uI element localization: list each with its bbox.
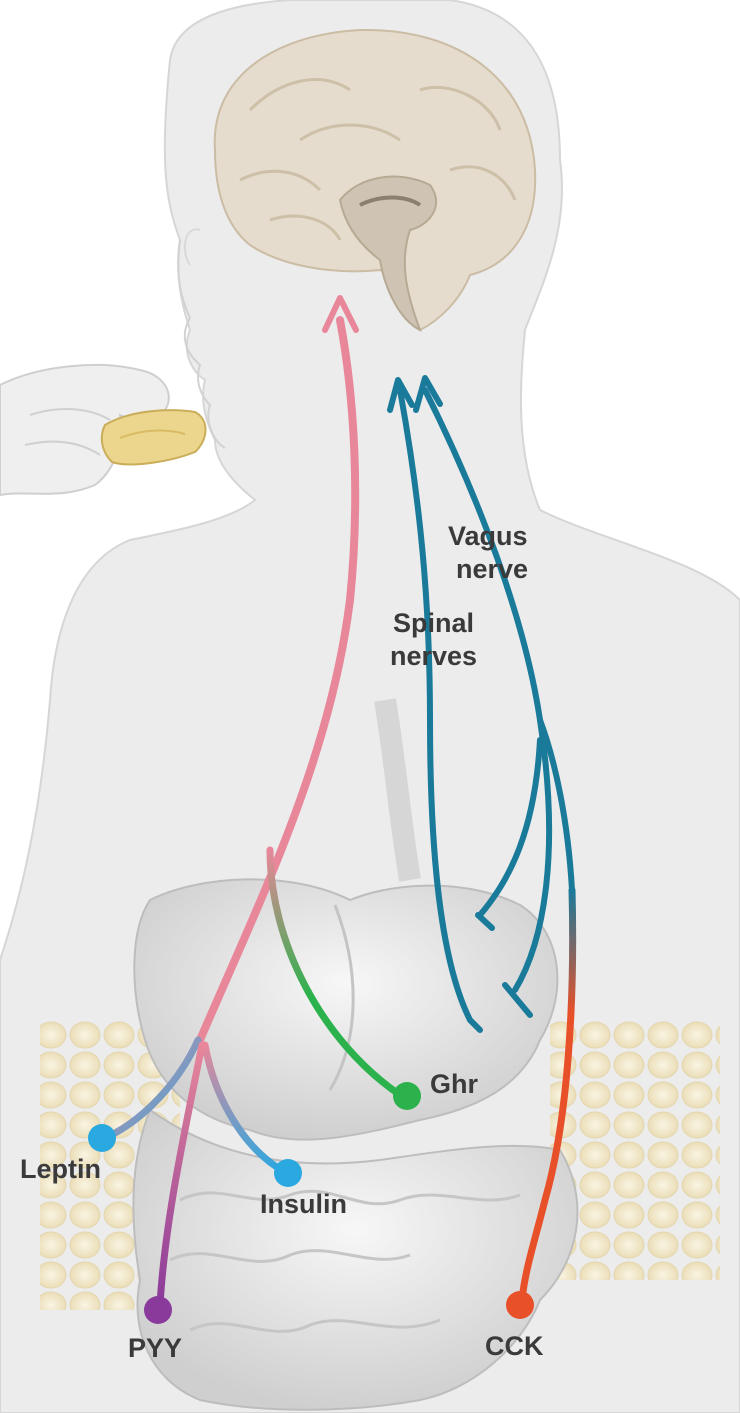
hand-holding-food [0, 365, 206, 495]
label-insulin: Insulin [260, 1189, 347, 1219]
label-ghrelin: Ghr [430, 1069, 478, 1099]
label-vagus-nerve-line1: Vagus [448, 521, 528, 551]
pyy-node [144, 1296, 172, 1324]
insulin-node [274, 1159, 302, 1187]
label-spinal-nerves-line2: nerves [390, 641, 477, 671]
leptin-node [88, 1124, 116, 1152]
label-leptin: Leptin [20, 1154, 101, 1184]
label-pyy: PYY [128, 1333, 182, 1363]
label-vagus-nerve-line2: nerve [456, 554, 528, 584]
label-spinal-nerves-line1: Spinal [393, 608, 474, 638]
cck-node [506, 1291, 534, 1319]
ghrelin-node [393, 1082, 421, 1110]
label-cck: CCK [485, 1331, 544, 1361]
